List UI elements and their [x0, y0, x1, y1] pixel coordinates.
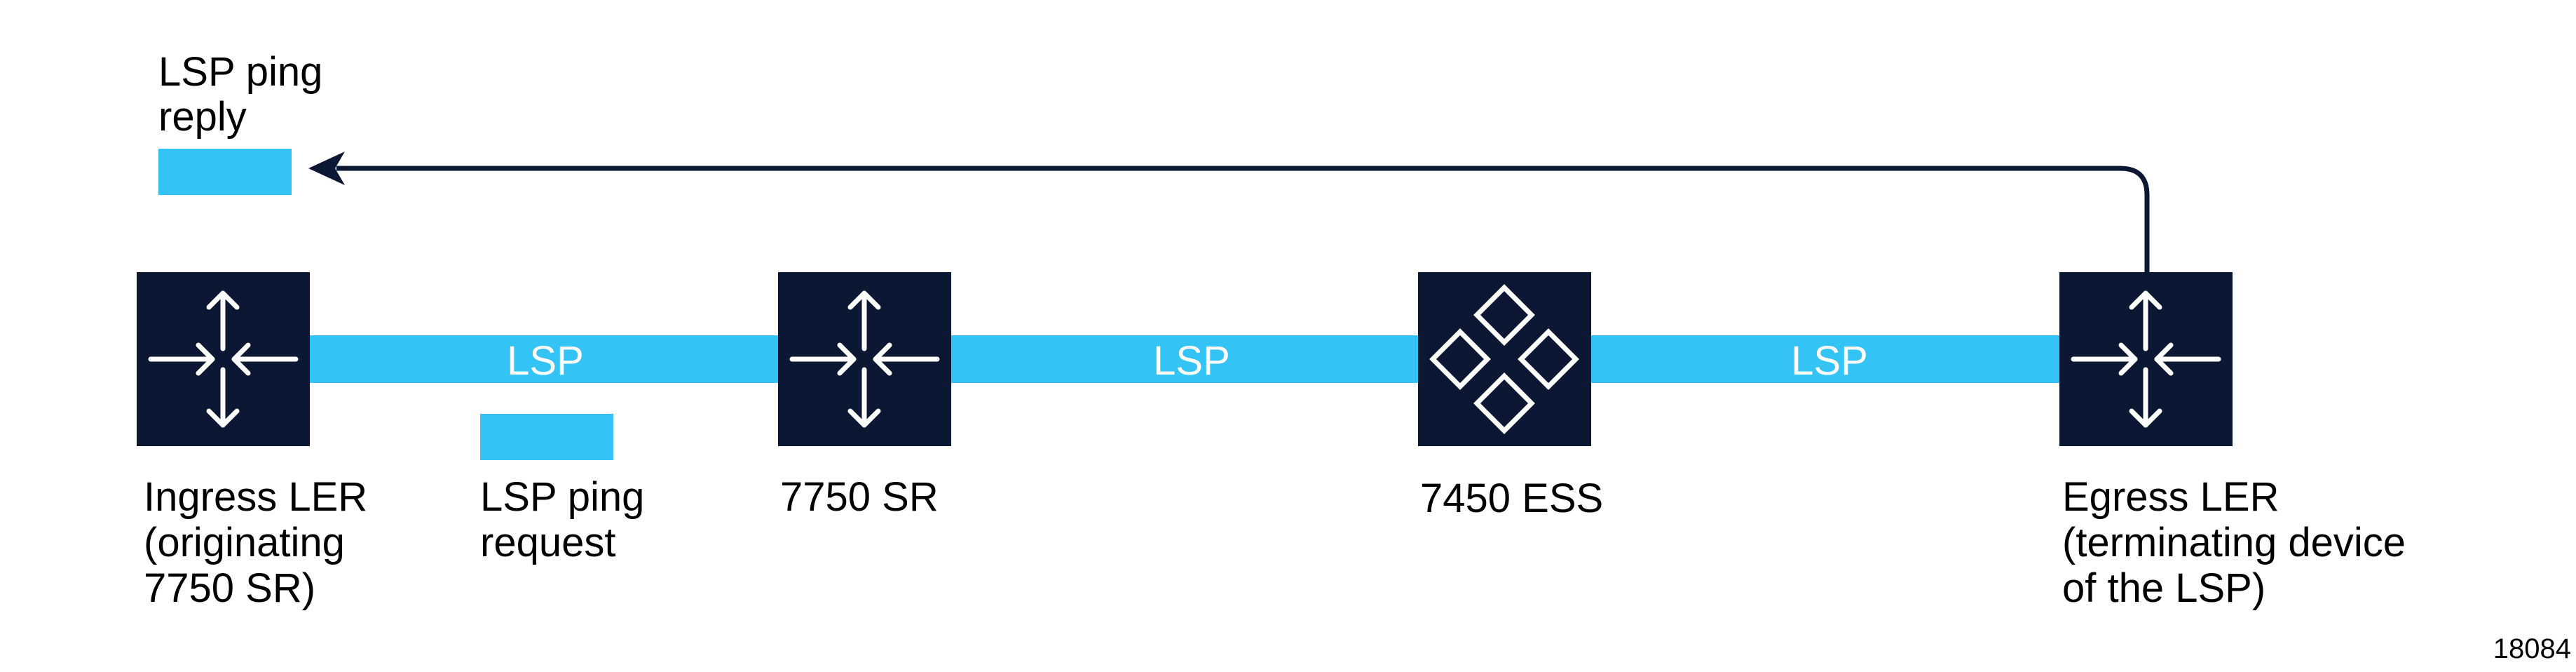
lsp-segment-label-3: LSP — [1791, 338, 1868, 384]
lsp-segment-label-2: LSP — [1153, 338, 1230, 384]
router-icon — [2071, 290, 2221, 428]
ping-reply-packet — [158, 149, 292, 195]
node-label-7750-sr-line-1: 7750 SR — [780, 474, 939, 520]
node-label-ingress-ler-line-3: 7750 SR) — [144, 565, 315, 611]
figure-id: 18084 — [2493, 633, 2571, 664]
ping-reply-label-line-2: reply — [158, 94, 247, 140]
arrow-left-head-icon — [308, 152, 345, 185]
node-label-egress-ler-line-1: Egress LER — [2062, 474, 2279, 520]
node-label-7450-ess: 7450 ESS — [1420, 476, 1603, 521]
node-label-7450-ess-line-1: 7450 ESS — [1420, 476, 1603, 521]
node-label-7750-sr: 7750 SR — [780, 474, 939, 520]
ping-request-label-line-2: request — [480, 520, 615, 565]
ping-request-label-line-1: LSP ping — [480, 474, 644, 520]
node-label-ingress-ler-line-1: Ingress LER — [144, 474, 367, 520]
lsp-path-bar — [308, 335, 2071, 383]
ping-reply-arrow — [336, 166, 2150, 274]
node-ingress-ler — [137, 272, 310, 446]
lsp-segment-label-1: LSP — [507, 338, 584, 384]
ping-reply-label-line-1: LSP ping — [158, 49, 322, 95]
ping-reply-label: LSP ping reply — [158, 49, 334, 140]
router-icon — [789, 290, 940, 428]
node-label-egress-ler: Egress LER (terminating device of the LS… — [2062, 474, 2417, 611]
switch-icon — [1429, 284, 1579, 434]
router-icon — [148, 290, 299, 428]
ping-request-label: LSP ping request — [480, 474, 655, 565]
node-label-egress-ler-line-3: of the LSP) — [2062, 565, 2265, 611]
node-7450-ess — [1418, 272, 1591, 446]
node-label-egress-ler-line-2: (terminating device — [2062, 520, 2406, 565]
node-label-ingress-ler: Ingress LER (originating 7750 SR) — [144, 474, 379, 611]
ping-request-packet — [480, 414, 613, 460]
node-box — [1418, 272, 1591, 446]
node-7750-sr — [778, 272, 951, 446]
node-egress-ler — [2059, 272, 2233, 446]
node-label-ingress-ler-line-2: (originating — [144, 520, 345, 565]
